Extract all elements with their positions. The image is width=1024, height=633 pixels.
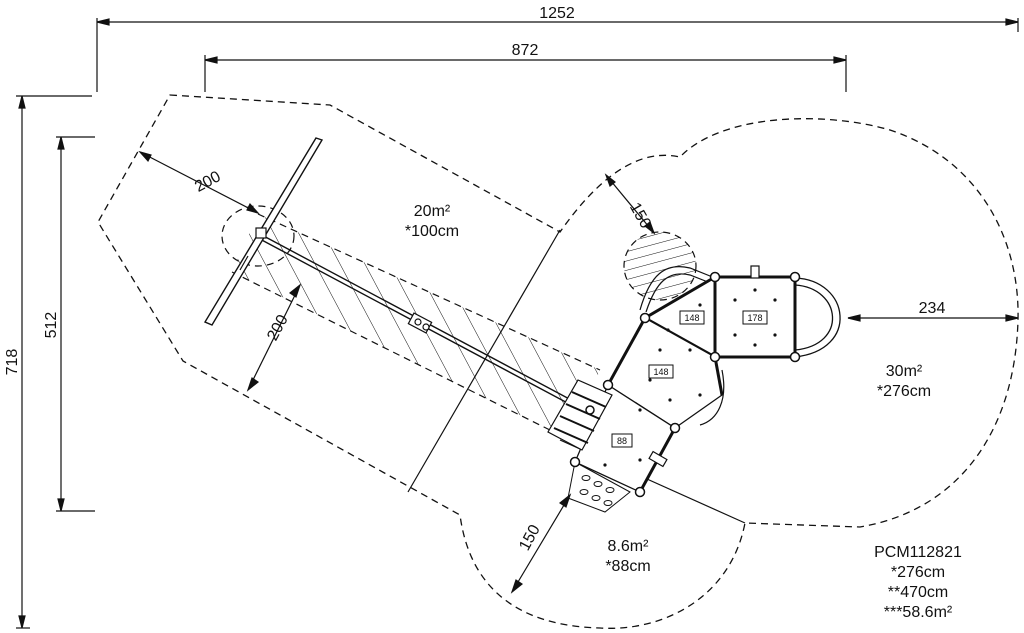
swing-seat [407, 312, 433, 334]
inner-height-label: 512 [43, 312, 60, 339]
clearance-bottom-label: 150 [516, 522, 544, 554]
tower-roof-arch [794, 277, 841, 358]
overall-width-label: 1252 [539, 5, 575, 22]
dimension-clearance-bottom [510, 493, 572, 594]
platform-tag-c: 148 [653, 367, 668, 377]
tag-box-d: 88 [611, 433, 633, 448]
dimension-inner-width [204, 55, 847, 92]
dimension-clearance-left-b [246, 283, 302, 392]
product-total-area: ***58.6m² [884, 604, 953, 621]
structure-posts [569, 271, 801, 498]
platform-tag-d: 88 [617, 436, 627, 446]
access-ladder [547, 379, 613, 451]
dimension-inner-height [56, 136, 95, 512]
right-zone-height: *276cm [877, 383, 931, 400]
dimension-clearance-top [604, 173, 656, 235]
swing-a-frame [203, 137, 324, 326]
dimension-clearance-right [847, 314, 1019, 322]
platform-dots [603, 288, 777, 467]
slide-exit-zone [623, 231, 697, 301]
tag-box-a: 148 [679, 310, 705, 325]
handle-bars [648, 265, 760, 468]
overall-height-label: 718 [4, 349, 21, 376]
inner-width-label: 872 [512, 42, 539, 59]
clearance-left-b-label: 200 [264, 312, 292, 344]
slide [639, 266, 716, 313]
dimension-overall-width [96, 18, 1019, 92]
right-zone-area: 30m² [886, 363, 923, 380]
tag-box-b: 178 [742, 310, 768, 325]
product-fall-height: *276cm [891, 564, 945, 581]
bottom-zone-height: *88cm [605, 558, 650, 575]
left-zone-area: 20m² [414, 203, 451, 220]
safety-zone-outline [97, 94, 1019, 629]
platform-tag-b: 178 [747, 313, 762, 323]
clearance-left-a-label: 200 [192, 168, 224, 196]
product-code: PCM112821 [874, 544, 962, 561]
left-zone-height: *100cm [405, 223, 459, 240]
platform-tag-a: 148 [684, 313, 699, 323]
dimension-overall-height [16, 95, 92, 629]
climbing-steps [567, 461, 631, 513]
product-free-height: **470cm [888, 584, 948, 601]
tag-box-c: 148 [648, 364, 674, 379]
bottom-zone-area: 8.6m² [608, 538, 650, 555]
dimension-clearance-left-a [138, 150, 260, 215]
clearance-right-label: 234 [919, 300, 946, 317]
